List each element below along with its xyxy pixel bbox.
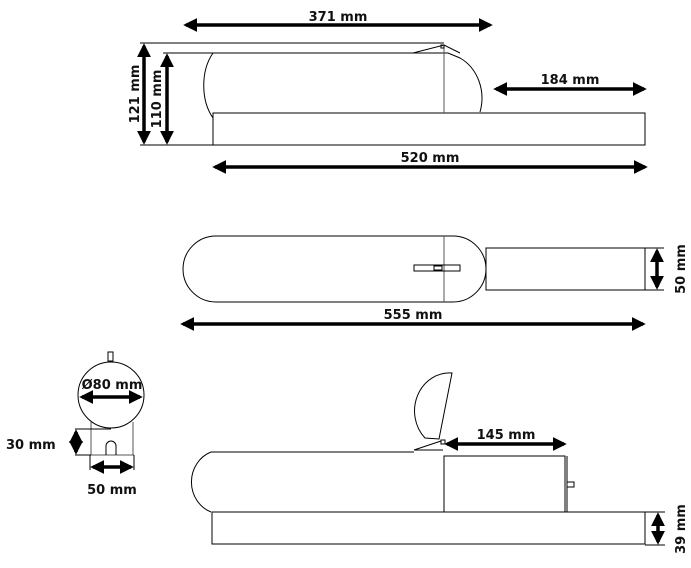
dim-label-30: 30 mm — [6, 438, 56, 453]
dim-label-520: 520 mm — [401, 151, 460, 166]
end-view — [75, 351, 145, 470]
dim-label-110: 110 mm — [150, 70, 165, 129]
plan-view — [182, 235, 664, 303]
dim-label-184: 184 mm — [541, 73, 600, 88]
side-view — [140, 42, 646, 146]
open-side-view — [191, 372, 665, 546]
dim-label-39: 39 mm — [674, 504, 689, 554]
dim-label-145: 145 mm — [477, 428, 536, 443]
dim-label-50-end: 50 mm — [87, 483, 137, 498]
dim-label-555: 555 mm — [384, 308, 443, 323]
dim-label-50-plan: 50 mm — [674, 244, 689, 294]
dim-label-371: 371 mm — [309, 10, 368, 25]
dim-label-121: 121 mm — [128, 65, 143, 124]
dim-label-80: Ø80 mm — [82, 378, 143, 393]
